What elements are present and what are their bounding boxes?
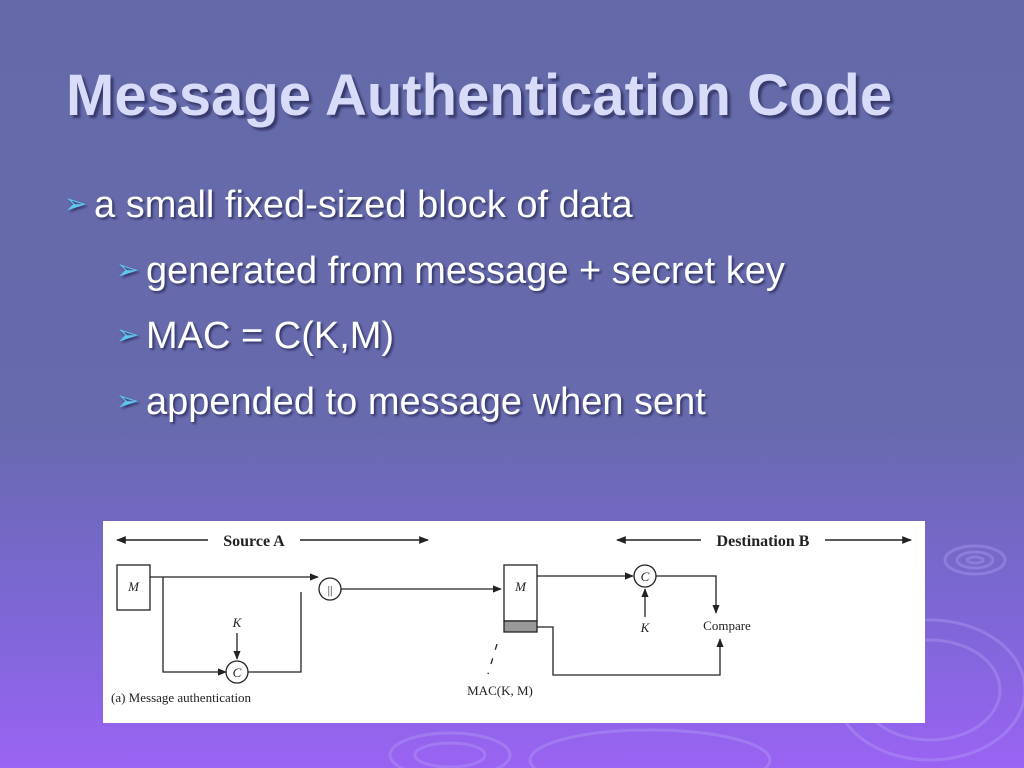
- mac-label: MAC(K, M): [467, 683, 533, 698]
- destination-function-label: C: [641, 569, 650, 584]
- bullet-item: ➢appended to message when sent: [116, 381, 706, 424]
- bullet-text: a small fixed-sized block of data: [94, 184, 633, 226]
- mac-diagram: Source A Destination B M C K: [103, 521, 925, 723]
- bullet-text: appended to message when sent: [146, 381, 706, 423]
- arrowhead-icon: ➢: [116, 319, 140, 350]
- source-key-label: K: [232, 615, 243, 630]
- bullet-item: ➢MAC = C(K,M): [116, 315, 394, 358]
- source-label: Source A: [223, 533, 285, 550]
- destination-label: Destination B: [717, 533, 810, 550]
- bullet-text: generated from message + secret key: [146, 250, 785, 292]
- concat-symbol: ||: [328, 583, 333, 597]
- arrowhead-icon: ➢: [116, 385, 140, 416]
- destination-message-box: [503, 564, 538, 622]
- arrowhead-icon: ➢: [116, 254, 140, 285]
- arrowhead-icon: ➢: [64, 188, 88, 219]
- source-function-label: C: [233, 665, 242, 680]
- mac-tag-block: [503, 620, 538, 633]
- bullet-item: ➢a small fixed-sized block of data: [64, 184, 633, 227]
- figure-caption: (a) Message authentication: [111, 690, 252, 705]
- slide-title: Message Authentication Code: [66, 63, 893, 128]
- destination-message-label: M: [514, 579, 527, 594]
- bullet-item: ➢generated from message + secret key: [116, 250, 785, 293]
- arrow-received-mac-to-compare: [537, 626, 724, 676]
- source-message-box: [116, 564, 151, 611]
- arrow-message-to-mac-function: [162, 577, 227, 676]
- bullet-text: MAC = C(K,M): [146, 315, 395, 357]
- mac-pointer-line: [487, 643, 498, 675]
- compare-label: Compare: [703, 618, 751, 633]
- destination-key-label: K: [640, 620, 651, 635]
- source-message-label: M: [127, 579, 140, 594]
- arrow-computed-mac-to-compare: [656, 575, 720, 614]
- line-mac-to-concat: [248, 592, 302, 673]
